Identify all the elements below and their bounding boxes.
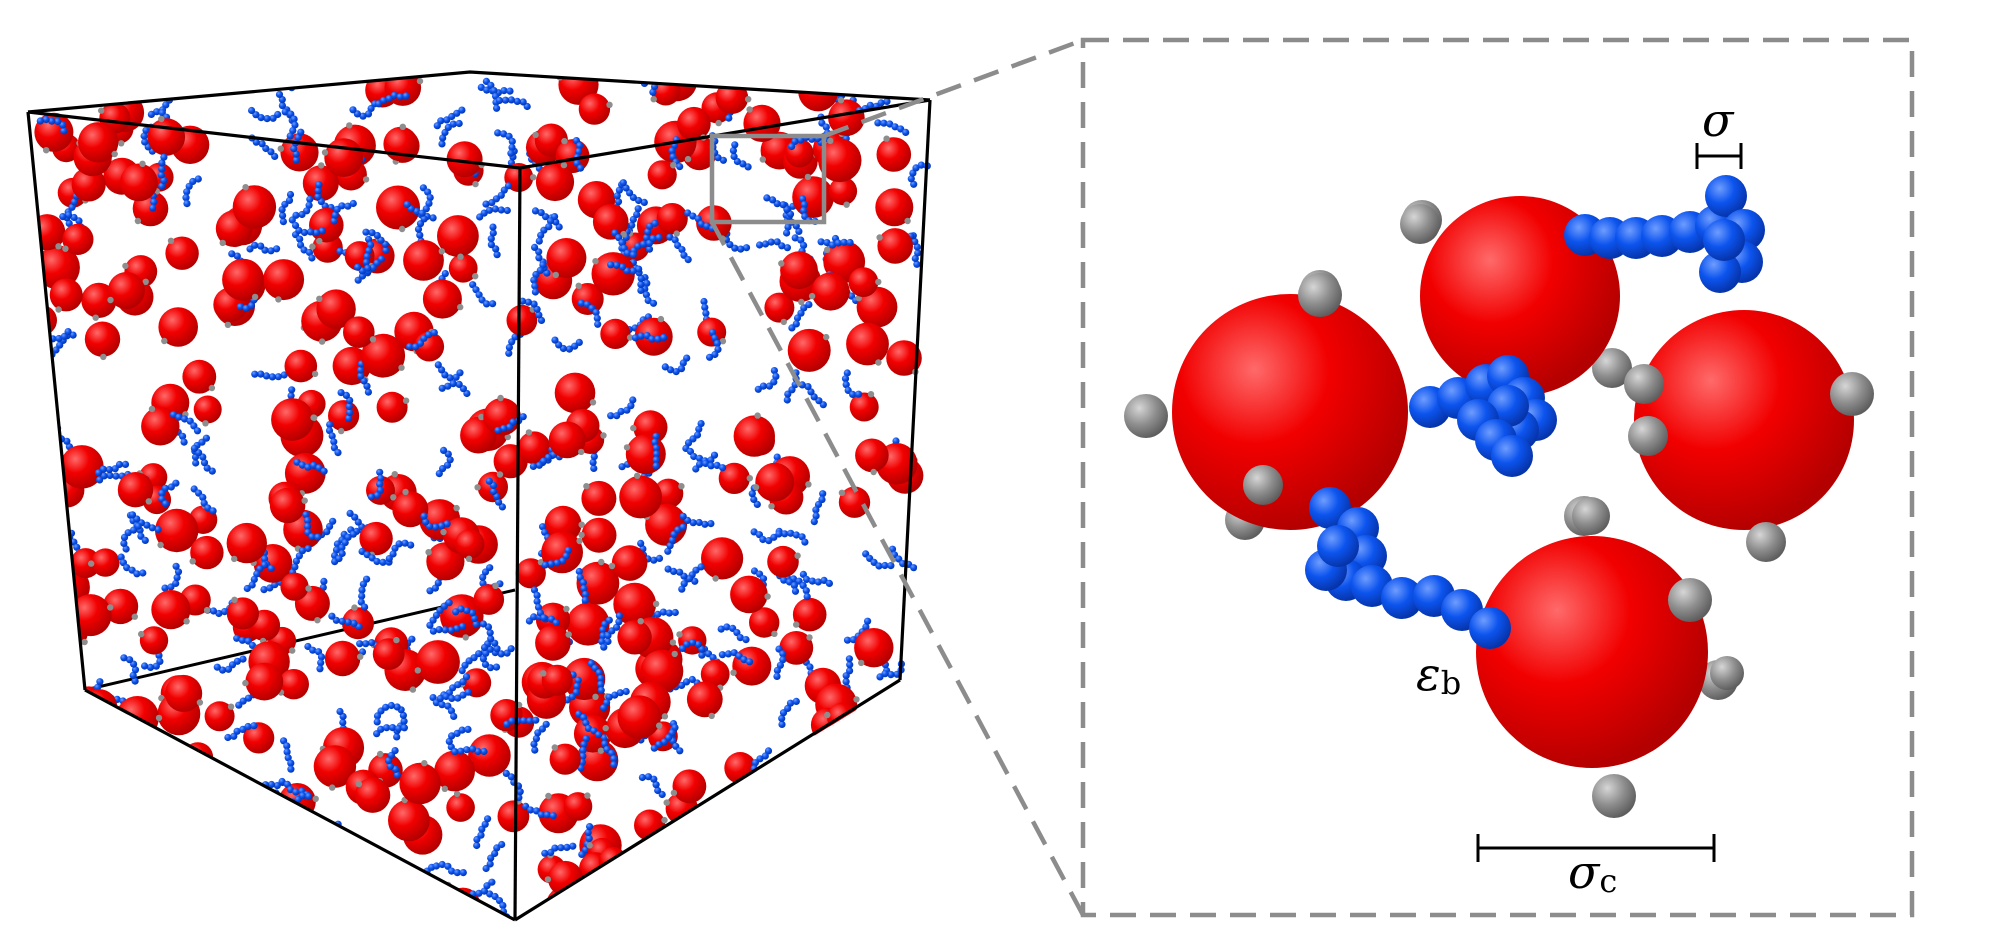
colloid-spheres — [1172, 196, 1854, 768]
simulation-box — [26, 70, 935, 922]
sigma-label: σ — [1702, 93, 1735, 147]
epsilon-b-label: εb — [1416, 647, 1461, 702]
particle-cloud — [28, 72, 935, 920]
colloid-right — [1634, 310, 1854, 530]
inset-border — [1080, 37, 1915, 918]
inset-panel: σ σc εb — [1080, 37, 1915, 918]
sigma-scale-bar — [1695, 143, 1743, 169]
zoom-connector-lines — [710, 37, 1085, 917]
colloid-bottom — [1476, 536, 1708, 768]
patch-spheres-front — [1124, 204, 1874, 818]
sigma-c-scale-bar — [1476, 834, 1716, 862]
sigma-c-label: σc — [1568, 845, 1617, 900]
zoom-region-marker — [709, 133, 827, 225]
polymer-chains — [1305, 175, 1765, 649]
colloid-left — [1172, 294, 1408, 530]
